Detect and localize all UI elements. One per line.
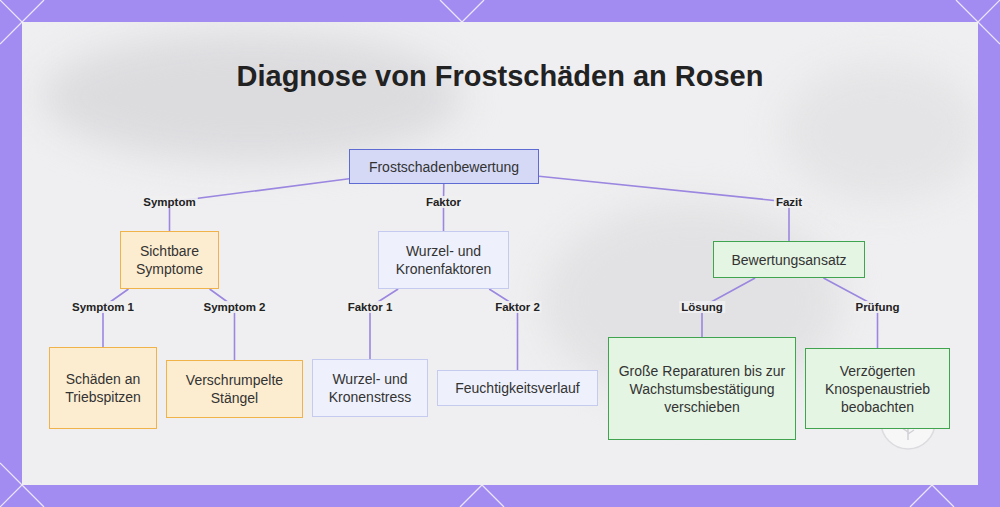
- node-text: Sichtbare Symptome: [129, 242, 210, 278]
- node-text: Verschrumpelte Stängel: [175, 371, 294, 407]
- process-box: Feuchtigkeitsverlauf: [437, 370, 598, 406]
- node-text: Feuchtigkeitsverlauf: [455, 379, 580, 397]
- blurred-photo: [42, 32, 462, 162]
- edge-label: Faktor 1: [346, 301, 395, 313]
- process-box: Verzögerten Knospenaustrieb beobachten: [805, 348, 950, 429]
- blurred-photo: [782, 62, 978, 202]
- node-text: Schäden an Triebspitzen: [58, 370, 148, 406]
- tree-connector: [370, 289, 398, 359]
- node-text: Wurzel- und Kronenstress: [321, 370, 419, 406]
- tree-connector: [539, 176, 789, 241]
- process-box: Sichtbare Symptome: [120, 231, 219, 289]
- node-text: Große Reparaturen bis zur Wachstumsbestä…: [617, 362, 787, 416]
- process-box: Wurzel- und Kronenfaktoren: [378, 231, 509, 289]
- process-box: Große Reparaturen bis zur Wachstumsbestä…: [608, 337, 796, 440]
- process-box: Frostschadenbewertung: [349, 149, 539, 184]
- tree-connector: [103, 289, 128, 347]
- node-text: Verzögerten Knospenaustrieb beobachten: [814, 362, 941, 416]
- edge-label: Symptom 1: [70, 301, 136, 313]
- process-box: Bewertungsansatz: [713, 241, 865, 278]
- process-box: Wurzel- und Kronenstress: [312, 359, 428, 417]
- node-text: Bewertungsansatz: [731, 251, 846, 269]
- node-text: Wurzel- und Kronenfaktoren: [387, 242, 500, 278]
- node-text: Frostschadenbewertung: [369, 158, 519, 176]
- diagram-title: Diagnose von Frostschäden an Rosen: [0, 60, 1000, 93]
- edge-label: Faktor 2: [493, 301, 542, 313]
- edge-label: Symptom: [141, 196, 197, 208]
- process-box: Schäden an Triebspitzen: [49, 347, 157, 429]
- edge-label: Faktor: [424, 196, 463, 208]
- edge-label: Prüfung: [853, 301, 901, 313]
- process-box: Verschrumpelte Stängel: [166, 360, 303, 418]
- edge-label: Symptom 2: [202, 301, 268, 313]
- tree-connector: [210, 289, 235, 360]
- tree-connector: [823, 278, 877, 348]
- edge-label: Fazit: [774, 196, 804, 208]
- edge-label: Lösung: [679, 301, 725, 313]
